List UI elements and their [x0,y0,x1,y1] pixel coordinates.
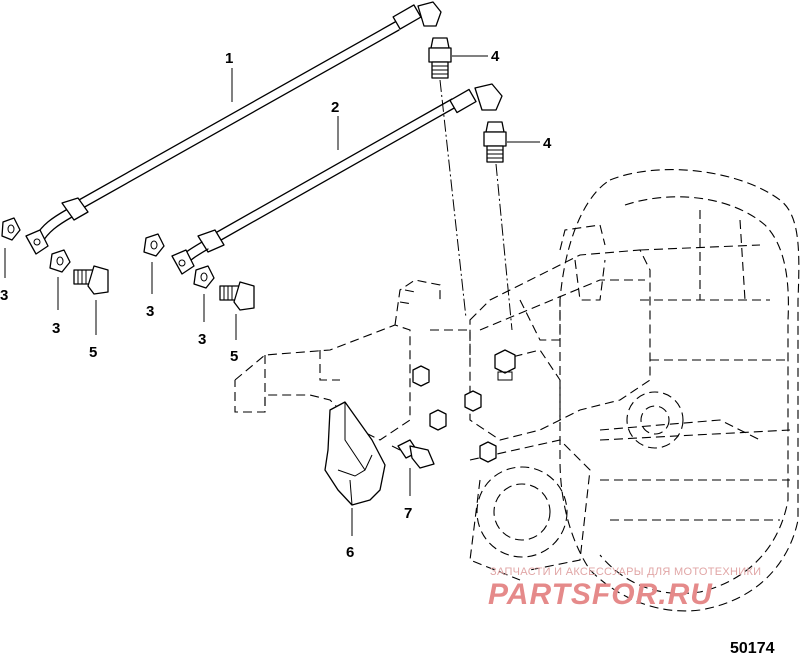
washer-3-left-a [1,217,21,241]
callout-4-upper: 4 [491,48,500,65]
callout-6: 6 [346,544,354,561]
leader-fitting-lower [495,163,513,331]
washer-3-right-a [143,233,165,257]
mounting-bracket [234,279,471,441]
banjo-bolt-5-left [73,265,109,295]
washer-3-right-b [193,265,215,289]
bracket-6 [324,401,386,506]
washer-3-left-b [49,249,71,273]
callout-3-left-a: 3 [0,287,8,304]
watermark-caption: ЗАПЧАСТИ И АКСЕССУАРЫ ДЛЯ МОТОТЕХНИКИ [490,566,761,578]
sender-7 [391,439,435,469]
fitting-4-lower [483,121,507,163]
callout-3-right-a: 3 [146,303,154,320]
hose-1 [25,1,442,255]
callout-3-right-b: 3 [198,331,206,348]
hose-2 [171,83,503,275]
callout-5-right: 5 [230,348,238,365]
banjo-bolt-5-right [219,281,255,311]
callout-7: 7 [404,505,412,522]
callout-4-lower: 4 [543,135,552,152]
callout-3-left-b: 3 [52,320,60,337]
callout-2: 2 [331,99,339,116]
leader-fitting-upper [439,79,467,319]
callout-leaders [4,55,540,536]
watermark-brand: PARTSFOR.RU [488,578,713,611]
transmission-housing [412,169,800,612]
callout-1: 1 [225,50,233,67]
figure-number: 50174 [730,640,775,657]
callout-5-left: 5 [89,344,97,361]
fitting-4-upper [428,37,452,79]
